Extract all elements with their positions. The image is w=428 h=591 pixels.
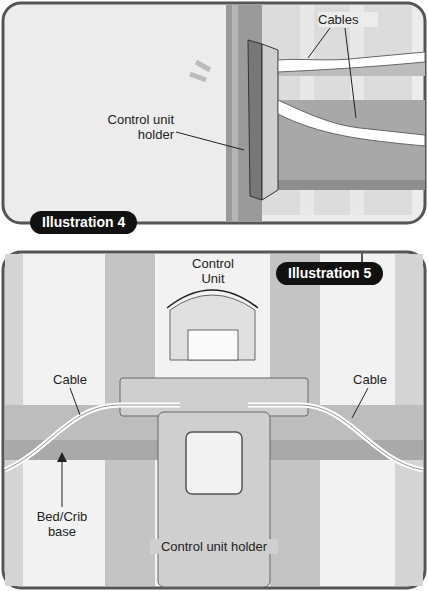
part-label: Cable bbox=[346, 372, 394, 387]
part-label: Control unit holder bbox=[92, 112, 174, 142]
part-label: Control unit holder bbox=[150, 539, 278, 554]
illustration-tab: Illustration 5 bbox=[276, 262, 383, 285]
tab-text: Illustration 5 bbox=[288, 265, 371, 281]
illustration-tab: Illustration 4 bbox=[30, 211, 137, 234]
part-label: Cables bbox=[318, 12, 378, 27]
tab-text: Illustration 4 bbox=[42, 214, 125, 230]
part-label: Control Unit bbox=[186, 256, 240, 286]
part-label: Cable bbox=[46, 372, 94, 387]
part-label: Bed/Crib base bbox=[28, 509, 96, 539]
